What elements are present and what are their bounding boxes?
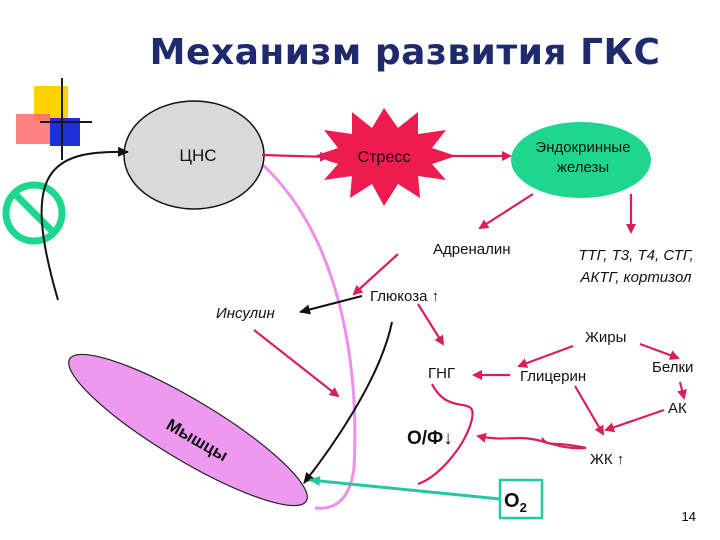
- amino-acids-label: АК: [668, 400, 687, 417]
- stress-node: [314, 108, 456, 206]
- page-title: Механизм развития ГКС: [149, 32, 661, 73]
- stress-label: Стресс: [358, 149, 411, 166]
- adrenaline-label: Адреналин: [433, 241, 510, 258]
- endocrine-label-line1: Эндокринные: [535, 139, 630, 156]
- endocrine-label-line2: железы: [557, 159, 609, 176]
- hormones-label-line2: АКТГ, кортизол: [580, 269, 692, 286]
- endocrine-node: [511, 122, 651, 198]
- flow-arrows: [253, 151, 687, 486]
- oxygen-label: О2: [504, 490, 527, 515]
- slide-number: 14: [681, 509, 696, 524]
- fatty-acids-label: ЖК ↑: [590, 451, 624, 468]
- glycerol-label: Глицерин: [520, 368, 586, 385]
- oxygen-arrow: [309, 476, 501, 501]
- cns-label: ЦНС: [179, 146, 216, 165]
- oxygen-subscript: 2: [520, 500, 527, 515]
- glucose-label: Глюкоза ↑: [370, 288, 439, 305]
- oxygen-box: [498, 478, 544, 520]
- black-arrows: [40, 146, 393, 484]
- gng-label: ГНГ: [428, 365, 455, 382]
- insulin-label: Инсулин: [216, 305, 275, 322]
- prohibition-icon: [2, 181, 66, 245]
- fats-label: Жиры: [585, 329, 626, 346]
- pink-feedback-curve: [254, 156, 357, 510]
- oxidative-phosphorylation-label: О/Ф↓: [407, 428, 453, 449]
- muscles-node: [68, 353, 308, 507]
- proteins-label: Белки: [652, 359, 693, 376]
- decorative-logo: [16, 78, 92, 160]
- hormones-label-line1: ТТГ, Т3, Т4, СТГ,: [578, 247, 693, 264]
